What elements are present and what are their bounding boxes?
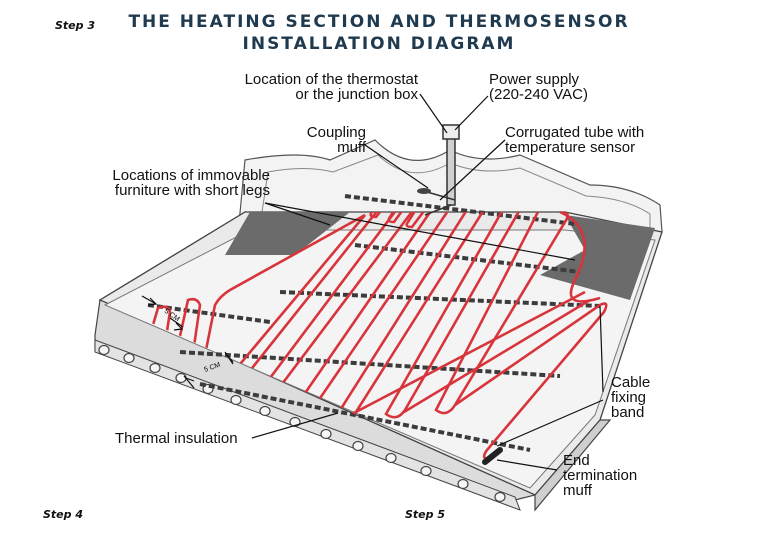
slab-right-edge — [534, 419, 612, 512]
callout-corrugated-line-2: temperature sensor — [505, 139, 636, 156]
step-3-label: Step 3 — [55, 19, 95, 32]
callout-coupling-line-1: Coupling — [306, 124, 366, 141]
furniture-zone-right — [540, 215, 655, 300]
callout-end-line-2: termination — [563, 467, 638, 484]
leader-lines — [251, 93, 604, 471]
callout-end-line-3: muff — [563, 482, 592, 499]
callout-furniture-line-1: Locations of immovable — [112, 167, 270, 184]
callout-furniture-locations: Locations of immovable furniture with sh… — [80, 168, 270, 198]
end-termination-muff — [482, 447, 503, 465]
callout-thermostat-line-1: Location of the thermostat — [244, 71, 418, 88]
callout-end-line-1: End — [563, 452, 590, 469]
spacing-marker-2 — [183, 351, 234, 389]
step-5-label: Step 5 — [405, 508, 445, 521]
diagram-title-line-2: INSTALLATION DIAGRAM — [242, 34, 516, 54]
callout-power-supply: Power supply (220-240 VAC) — [489, 72, 588, 102]
callout-cable-fixing-band: Cable fixing band — [611, 375, 650, 420]
coupling-muff — [417, 188, 431, 194]
callout-cable-line-1: Cable — [611, 374, 651, 391]
callout-corrugated-line-1: Corrugated tube with — [505, 124, 645, 141]
callout-coupling-muff: Coupling muff — [260, 125, 366, 155]
cable-loop-right — [559, 210, 601, 303]
diagram-title-line-1: THE HEATING SECTION AND THERMOSENSOR — [128, 12, 630, 32]
spacing-marker-1 — [141, 295, 184, 331]
callout-power-line-1: Power supply — [489, 71, 580, 88]
callout-furniture-line-2: furniture with short legs — [114, 182, 270, 199]
callout-power-line-2: (220-240 VAC) — [489, 86, 588, 103]
callout-end-termination-muff: End termination muff — [563, 453, 637, 498]
step-4-label: Step 4 — [43, 508, 83, 521]
callout-thermal-insulation: Thermal insulation — [115, 430, 238, 447]
callout-coupling-line-2: muff — [337, 139, 366, 156]
callout-cable-line-3: band — [611, 404, 645, 421]
slab-holes — [98, 344, 506, 503]
callout-corrugated-tube: Corrugated tube with temperature sensor — [505, 125, 644, 155]
callout-thermostat-line-2: or the junction box — [295, 86, 418, 103]
furniture-zone-left — [225, 212, 350, 255]
callout-cable-line-2: fixing — [611, 389, 647, 406]
callout-thermostat-location: Location of the thermostat or the juncti… — [215, 72, 418, 102]
